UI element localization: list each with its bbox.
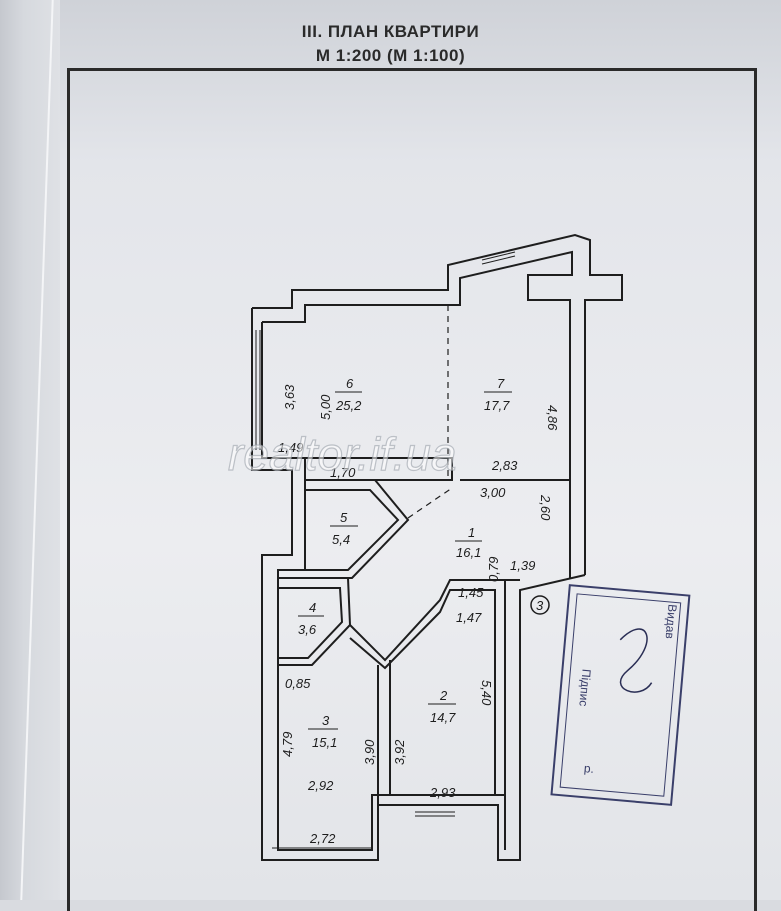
dim-4-79: 4,79 xyxy=(280,732,295,757)
dim-5-00: 5,00 xyxy=(318,394,333,420)
room6-number: 6 xyxy=(346,376,354,391)
official-stamp: Видав Підпис р. xyxy=(550,584,691,806)
stamp-frame xyxy=(550,584,691,806)
dim-2-60: 2,60 xyxy=(538,494,553,521)
room6-area: 25,2 xyxy=(335,398,362,413)
watermark: realtor.if.ua xyxy=(228,428,456,480)
drawing-frame xyxy=(67,68,757,911)
room1-number: 1 xyxy=(468,525,475,540)
dim-3-92: 3,92 xyxy=(392,739,407,765)
marker-circle xyxy=(530,595,550,615)
dashed-partition-diag xyxy=(407,487,453,519)
left-outer-wall xyxy=(251,308,586,861)
dim-0-79: 0,79 xyxy=(486,557,501,582)
window-top-b xyxy=(481,255,516,265)
outer-wall xyxy=(252,233,623,575)
dim-1-45: 1,45 xyxy=(458,585,484,600)
dim-1-70: 1,70 xyxy=(330,465,356,480)
plan-scale: М 1:200 (М 1:100) xyxy=(315,46,466,65)
room5-area: 5,4 xyxy=(332,532,350,547)
window-top xyxy=(481,251,516,261)
room3-number: 3 xyxy=(322,713,330,728)
dim-5-40: 5,40 xyxy=(479,680,494,706)
walls xyxy=(251,233,623,861)
room4-area: 3,6 xyxy=(298,622,317,637)
dim-1-39: 1,39 xyxy=(510,558,535,573)
wall-room5-inner xyxy=(305,489,400,571)
room2-area: 14,7 xyxy=(430,710,456,725)
dim-3-90: 3,90 xyxy=(362,739,377,765)
dim-1-49: 1,49 xyxy=(278,440,303,455)
stamp-line3: р. xyxy=(583,761,594,776)
wall-room5 xyxy=(305,479,410,579)
paper-fold xyxy=(0,0,60,900)
room5-number: 5 xyxy=(340,510,348,525)
dim-4-86: 4,86 xyxy=(545,405,560,431)
stamp-line2: Підпис xyxy=(576,668,593,707)
marker-number: 3 xyxy=(536,598,544,613)
dim-2-92: 2,92 xyxy=(307,778,334,793)
dim-2-72: 2,72 xyxy=(309,831,336,846)
wall-room3-2 xyxy=(349,579,506,795)
windows xyxy=(255,251,516,849)
room3-area: 15,1 xyxy=(312,735,337,750)
wall-room3-2-inner xyxy=(349,589,496,795)
wall-room6-bottom xyxy=(262,457,453,481)
dim-0-85: 0,85 xyxy=(285,676,311,691)
plan-title: III. ПЛАН КВАРТИРИ xyxy=(301,22,480,41)
wall-room4-inner xyxy=(278,587,344,659)
room7-number: 7 xyxy=(497,376,505,391)
stamp-signature xyxy=(619,628,653,693)
outer-wall-inner xyxy=(262,250,573,578)
dim-3-63: 3,63 xyxy=(282,384,297,410)
stamp-line1: Видав xyxy=(663,604,680,640)
room2-number: 2 xyxy=(439,688,448,703)
stamp-inner-frame xyxy=(559,593,682,797)
dim-1-47: 1,47 xyxy=(456,610,482,625)
room7-area: 17,7 xyxy=(484,398,510,413)
room1-area: 16,1 xyxy=(456,545,481,560)
dim-2-93: 2,93 xyxy=(429,785,456,800)
room4-number: 4 xyxy=(309,600,316,615)
dim-2-83: 2,83 xyxy=(491,458,518,473)
dim-3-00: 3,00 xyxy=(480,485,506,500)
